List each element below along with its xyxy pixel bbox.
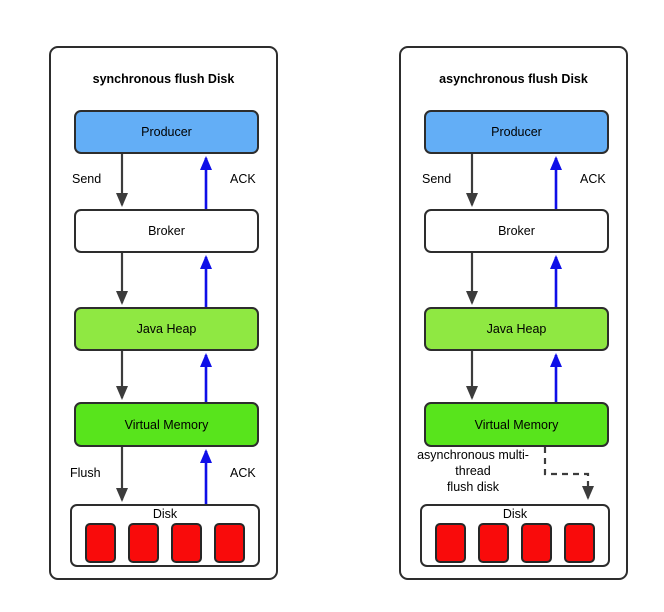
java-heap-node: Java Heap bbox=[424, 307, 609, 351]
async-flush-label-line2: thread bbox=[455, 464, 491, 478]
disk-block bbox=[435, 523, 466, 563]
disk-block bbox=[478, 523, 509, 563]
panel-title-synchronous: synchronous flush Disk bbox=[92, 72, 235, 86]
flush-label: Flush bbox=[70, 466, 101, 480]
ack-label-top: ACK bbox=[580, 172, 606, 186]
disk-label: Disk bbox=[502, 507, 528, 521]
java-heap-node: Java Heap bbox=[74, 307, 259, 351]
send-label: Send bbox=[422, 172, 452, 186]
producer-node: Producer bbox=[424, 110, 609, 154]
producer-node: Producer bbox=[74, 110, 259, 154]
send-label: Send bbox=[72, 172, 102, 186]
ack-label-bottom: ACK bbox=[230, 466, 256, 480]
disk-block bbox=[521, 523, 552, 563]
async-flush-label: asynchronous multi- thread flush disk bbox=[403, 447, 543, 495]
panel-synchronous: synchronous flush Disk Producer Broker J… bbox=[49, 46, 278, 580]
broker-node: Broker bbox=[424, 209, 609, 253]
disk-blocks bbox=[435, 523, 595, 563]
broker-node: Broker bbox=[74, 209, 259, 253]
disk-block bbox=[171, 523, 202, 563]
panel-title-asynchronous: asynchronous flush Disk bbox=[439, 72, 588, 86]
panel-asynchronous: asynchronous flush Disk Producer Broker … bbox=[399, 46, 628, 580]
virtual-memory-node: Virtual Memory bbox=[424, 402, 609, 447]
async-flush-label-line3: flush disk bbox=[446, 480, 500, 494]
disk-label: Disk bbox=[152, 507, 178, 521]
disk-blocks bbox=[85, 523, 245, 563]
disk-node: Disk bbox=[70, 504, 260, 567]
virtual-memory-node: Virtual Memory bbox=[74, 402, 259, 447]
ack-label-top: ACK bbox=[230, 172, 256, 186]
disk-node: Disk bbox=[420, 504, 610, 567]
disk-block bbox=[214, 523, 245, 563]
disk-block bbox=[85, 523, 116, 563]
async-flush-label-line1: asynchronous multi- bbox=[417, 448, 529, 462]
disk-block bbox=[564, 523, 595, 563]
disk-block bbox=[128, 523, 159, 563]
